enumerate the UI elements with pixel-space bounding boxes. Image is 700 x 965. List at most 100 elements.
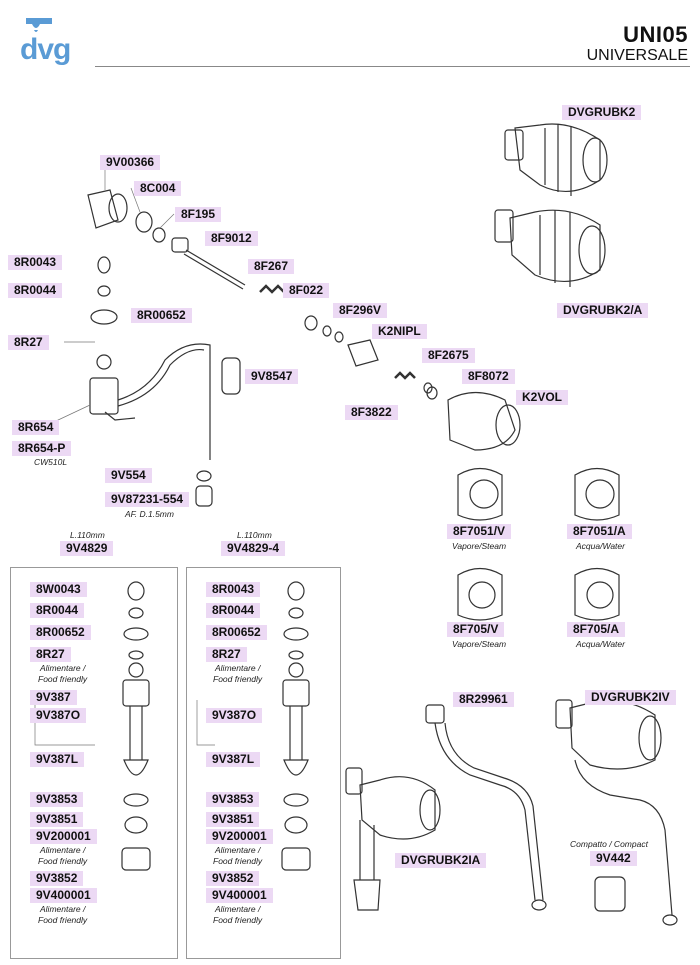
kit-box-right: [186, 567, 341, 959]
left-label-9v387l: 9V387L: [30, 752, 85, 767]
knob-8f705a-drawing: [574, 567, 620, 621]
note-compact: Compatto / Compact: [570, 839, 648, 849]
left-label-9v387: 9V387: [30, 690, 77, 705]
left-label-9v3853: 9V3853: [30, 792, 84, 807]
right-label-9v400001: 9V400001: [206, 888, 273, 903]
left-label-9v387o: 9V387O: [30, 708, 87, 723]
label-8r0044: 8R0044: [8, 283, 63, 298]
part-8f296v-b-drawing: [334, 331, 344, 343]
tip-9v8547-drawing: [221, 357, 241, 395]
right-label-8r0044: 8R0044: [206, 603, 261, 618]
part-8f296v-a-drawing: [322, 325, 332, 337]
label-9v48294: 9V4829-4: [221, 541, 286, 556]
right-note-food3b: Food friendly: [213, 915, 263, 925]
label-dvgrubk2iv: DVGRUBK2IV: [585, 690, 676, 705]
right-label-9v387o: 9V387O: [206, 708, 263, 723]
note-l110b: L.110mm: [237, 530, 272, 540]
label-8f8072: 8F8072: [462, 369, 515, 384]
note-cw510l: CW510L: [34, 457, 68, 467]
left-note-food2b: Food friendly: [38, 856, 88, 866]
right-note-food1b: Food friendly: [213, 674, 263, 684]
ring-8r0044-drawing: [97, 285, 111, 297]
note-l110a: L.110mm: [70, 530, 105, 540]
label-dvgrubk2a: DVGRUBK2/A: [557, 303, 649, 318]
right-label-9v387l: 9V387L: [206, 752, 261, 767]
label-8f705a: 8F705/A: [567, 622, 626, 637]
valve-dvgrubk2ia-drawing: [345, 767, 441, 911]
right-kit-drawing: [281, 581, 311, 871]
tip-9v442-drawing: [594, 876, 626, 912]
label-9v8547: 9V8547: [245, 369, 299, 384]
kit-box-left: [10, 567, 178, 959]
right-label-9v3851: 9V3851: [206, 812, 260, 827]
valve-dvgrubk2a-drawing: [494, 209, 606, 287]
spring-8f2675-drawing: [394, 371, 416, 380]
left-label-9v200001: 9V200001: [30, 829, 97, 844]
right-label-8r00652: 8R00652: [206, 625, 267, 640]
label-dvgrubk2ia: DVGRUBK2IA: [395, 853, 487, 868]
wand-8r654-drawing: [89, 343, 211, 460]
left-label-9v400001: 9V400001: [30, 888, 97, 903]
ring-8f195-drawing: [152, 227, 166, 243]
label-8f267: 8F267: [248, 259, 295, 274]
valve-dvgrubk2-drawing: [504, 123, 608, 196]
label-8r0043: 8R0043: [8, 255, 63, 270]
label-8f7051v: 8F7051/V: [447, 524, 512, 539]
page-subtitle: UNIVERSALE: [586, 47, 688, 64]
brand-logo: [18, 14, 98, 79]
left-note-food3b: Food friendly: [38, 915, 88, 925]
right-label-9v3853: 9V3853: [206, 792, 260, 807]
label-8f3822: 8F3822: [345, 405, 398, 420]
shaft-8f9012-drawing: [171, 237, 246, 290]
label-8f195: 8F195: [175, 207, 222, 222]
header-divider: [95, 66, 690, 67]
left-label-8r27: 8R27: [30, 647, 71, 662]
page-title: UNI05: [623, 22, 688, 47]
left-label-8r00652: 8R00652: [30, 625, 91, 640]
left-label-8w0043: 8W0043: [30, 582, 87, 597]
right-note-food1a: Alimentare /: [215, 663, 261, 673]
knob-k2vol-drawing: [447, 391, 521, 451]
label-dvgrubk2: DVGRUBK2: [562, 105, 642, 120]
knob-8f7051v-drawing: [457, 467, 503, 521]
left-note-food1b: Food friendly: [38, 674, 88, 684]
label-k2vol: K2VOL: [516, 390, 569, 405]
label-8f296v: 8F296V: [333, 303, 388, 318]
right-note-food3a: Alimentare /: [215, 904, 261, 914]
left-note-food2a: Alimentare /: [40, 845, 86, 855]
note-vapore2: Vapore/Steam: [452, 639, 507, 649]
logo-text: dvg: [20, 33, 71, 66]
label-8f705v: 8F705/V: [447, 622, 505, 637]
label-8f022: 8F022: [283, 283, 330, 298]
label-9v554: 9V554: [105, 468, 152, 483]
note-acqua1: Acqua/Water: [576, 541, 625, 551]
label-9v87231: 9V87231-554: [105, 492, 190, 507]
note-acqua2: Acqua/Water: [576, 639, 625, 649]
note-vapore1: Vapore/Steam: [452, 541, 507, 551]
label-8c004: 8C004: [134, 181, 182, 196]
right-label-8r27: 8R27: [206, 647, 247, 662]
label-k2nipl: K2NIPL: [372, 324, 427, 339]
right-note-food2a: Alimentare /: [215, 845, 261, 855]
right-label-8r0043: 8R0043: [206, 582, 261, 597]
ring-8f8072-drawing: [423, 382, 433, 394]
label-9v4829: 9V4829: [60, 541, 114, 556]
label-8r654p: 8R654-P: [12, 441, 72, 456]
label-9v442: 9V442: [590, 851, 637, 866]
label-8f9012: 8F9012: [205, 231, 258, 246]
left-note-food1a: Alimentare /: [40, 663, 86, 673]
label-8f7051a: 8F7051/A: [567, 524, 632, 539]
label-8f2675: 8F2675: [422, 348, 475, 363]
knob-8f705v-drawing: [457, 567, 503, 621]
right-note-food2b: Food friendly: [213, 856, 263, 866]
note-af: AF. D.1.5mm: [125, 509, 174, 519]
ring-8c004-drawing: [135, 211, 153, 233]
part-8f022-drawing: [304, 315, 318, 331]
left-label-8r0044: 8R0044: [30, 603, 85, 618]
nipple-k2nipl-drawing: [347, 339, 379, 367]
left-kit-drawing: [121, 581, 151, 871]
logo-drop-icon: [26, 18, 52, 32]
left-label-9v3852: 9V3852: [30, 871, 84, 886]
label-8r00652: 8R00652: [131, 308, 192, 323]
